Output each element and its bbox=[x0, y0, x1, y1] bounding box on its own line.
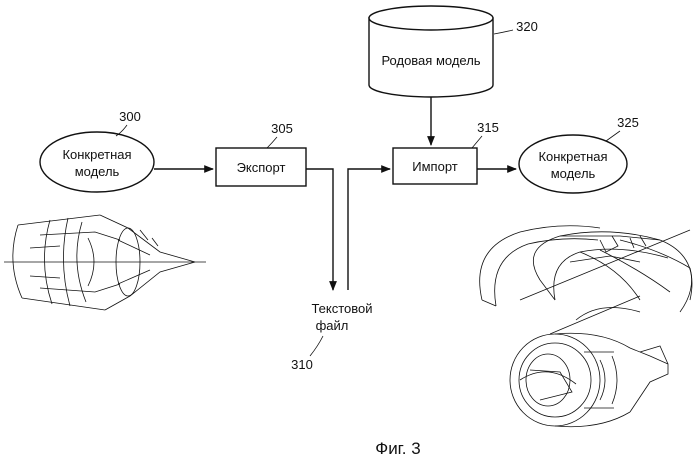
concrete-model-right-leader bbox=[606, 131, 620, 141]
engine-exploded-illustration bbox=[480, 226, 692, 427]
arrow-file-to-import bbox=[348, 169, 390, 290]
text-file-ref: 310 bbox=[291, 357, 313, 372]
import-ref: 315 bbox=[477, 120, 499, 135]
export-leader bbox=[267, 137, 277, 148]
engine-assembled-illustration bbox=[4, 215, 206, 310]
generic-model-node: Родовая модель 320 bbox=[369, 6, 538, 97]
concrete-model-left-node: Конкретная модель 300 bbox=[40, 109, 154, 192]
text-file-node: Текстовой файл 310 bbox=[291, 301, 372, 372]
concrete-model-right-label-line2: модель bbox=[551, 166, 596, 181]
generic-model-ref: 320 bbox=[516, 19, 538, 34]
arrow-export-to-file bbox=[306, 169, 333, 290]
concrete-model-left-label-line1: Конкретная bbox=[62, 147, 131, 162]
text-file-leader bbox=[310, 336, 323, 356]
import-label: Импорт bbox=[412, 159, 457, 174]
text-file-label-line2: файл bbox=[316, 318, 349, 333]
figure-caption: Фиг. 3 bbox=[375, 439, 420, 458]
export-label: Экспорт bbox=[237, 160, 286, 175]
concrete-model-left-ref: 300 bbox=[119, 109, 141, 124]
generic-model-leader bbox=[494, 30, 513, 34]
concrete-model-right-ref: 325 bbox=[617, 115, 639, 130]
export-ref: 305 bbox=[271, 121, 293, 136]
import-leader bbox=[472, 136, 482, 148]
text-file-label-line1: Текстовой bbox=[311, 301, 372, 316]
concrete-model-left-label-line2: модель bbox=[75, 164, 120, 179]
import-node: Импорт 315 bbox=[393, 120, 499, 184]
concrete-model-left-ellipse bbox=[40, 132, 154, 192]
concrete-model-right-ellipse bbox=[519, 135, 627, 193]
concrete-model-right-label-line1: Конкретная bbox=[538, 149, 607, 164]
export-node: Экспорт 305 bbox=[216, 121, 306, 186]
generic-model-cylinder-top bbox=[369, 6, 493, 30]
concrete-model-right-node: Конкретная модель 325 bbox=[519, 115, 639, 193]
generic-model-label: Родовая модель bbox=[381, 53, 480, 68]
